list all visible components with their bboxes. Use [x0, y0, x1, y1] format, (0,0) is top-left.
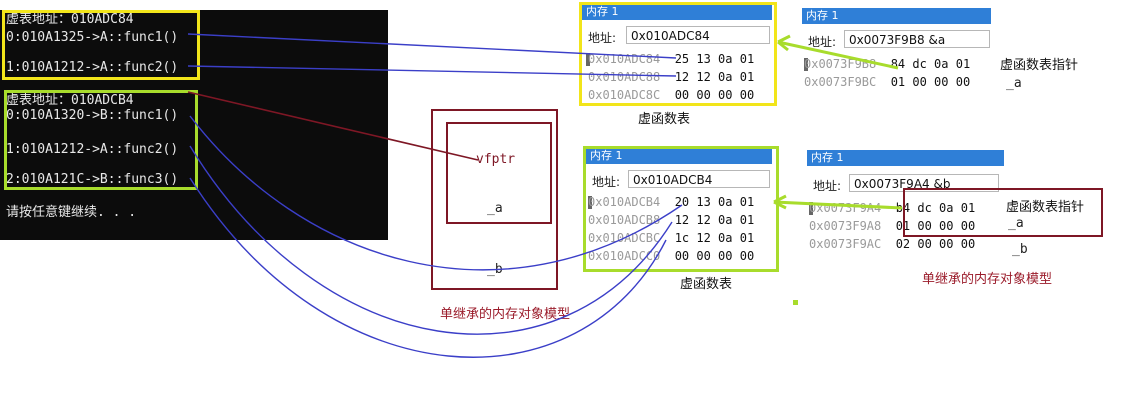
address-input[interactable]: 0x0073F9B8 &a [844, 30, 990, 48]
memory-row: 0x010ADCB4 20 13 0a 01 [588, 195, 755, 209]
vtable-a-highlight [2, 10, 200, 80]
console-line: 虚表地址：010ADC84 [6, 12, 134, 27]
console-line: 请按任意键继续. . . [6, 205, 137, 220]
object-model-caption: 单继承的内存对象模型 [440, 307, 571, 322]
memory-panel-3: 内存 1 地址: 0x010ADCB4 0x010ADCB4 20 13 0a … [586, 148, 772, 268]
vtable-b-highlight [4, 90, 198, 190]
member-b-note: _b [1012, 242, 1028, 257]
row-cursor [586, 53, 590, 66]
row-cursor [588, 196, 592, 209]
console-line: 0:010A1320->B::func1() [6, 108, 179, 123]
address-label: 地址: [808, 35, 837, 49]
vptr-highlight-box [903, 188, 1103, 237]
arrow-vptr-a [777, 40, 899, 70]
object-b-box [431, 109, 558, 290]
memory-panel-4: 内存 1 地址: 0x0073F9A4 &b 0x0073F9A4 b4 dc … [807, 150, 1004, 255]
address-input[interactable]: 0x0073F9A4 &b [849, 174, 999, 192]
memory-row: 0x0073F9A8 01 00 00 00 [809, 219, 976, 233]
memory-row: 0x010ADCB8 12 12 0a 01 [588, 213, 755, 227]
arrow-vptr-b [773, 200, 903, 210]
console-line: 1:010A1212->A::func2() [6, 60, 179, 75]
memory-row: 0x010ADC88 12 12 0a 01 [588, 70, 755, 84]
vfptr-label: vfptr [476, 152, 516, 167]
memory-panel-3-highlight [583, 146, 779, 272]
line-func1-a [187, 33, 677, 59]
address-input[interactable]: 0x010ADC84 [626, 26, 770, 44]
memory-row: 0x010ADCC0 00 00 00 00 [588, 249, 755, 263]
address-label: 地址: [588, 31, 617, 45]
member-a-label: _a [487, 201, 503, 216]
memory-panel-title: 内存 1 [582, 4, 772, 20]
console-window: 虚表地址：010ADC84 0:010A1325->A::func1() 1:0… [0, 10, 388, 240]
row-cursor [809, 202, 813, 215]
memory-row: 0x010ADC8C 00 00 00 00 [588, 88, 755, 102]
line-func2-b [189, 145, 673, 335]
object-a-box [446, 122, 552, 224]
memory-panel-1: 内存 1 地址: 0x010ADC84 0x010ADC84 25 13 0a … [582, 4, 772, 102]
line-func3-b [189, 177, 667, 358]
green-dot [793, 300, 798, 305]
console-line: 1:010A1212->A::func2() [6, 142, 179, 157]
memory-row: 0x010ADC84 25 13 0a 01 [588, 52, 755, 66]
memory-panel-title: 内存 1 [586, 148, 772, 164]
line-func1-b [189, 115, 683, 271]
memory-row: 0x0073F9AC 02 00 00 00 [809, 237, 976, 251]
memory-panel-2: 内存 1 地址: 0x0073F9B8 &a 0x0073F9B8 84 dc … [802, 8, 991, 92]
console-line: 0:010A1325->A::func1() [6, 30, 179, 45]
memory-row: 0x0073F9BC 01 00 00 00 [804, 75, 971, 89]
vtable-caption: 虚函数表 [680, 277, 733, 292]
memory-panel-title: 内存 1 [807, 150, 1004, 166]
address-label: 地址: [592, 175, 621, 189]
member-a-note: _a [1008, 216, 1024, 231]
object-model-caption: 单继承的内存对象模型 [922, 272, 1053, 287]
line-vfptr [187, 91, 479, 161]
vptr-note: 虚函数表指针 [1006, 200, 1085, 215]
console-line: 2:010A121C->B::func3() [6, 172, 179, 187]
row-cursor [804, 58, 808, 71]
address-input[interactable]: 0x010ADCB4 [628, 170, 770, 188]
line-func2-a [187, 65, 677, 77]
address-label: 地址: [813, 179, 842, 193]
vptr-note: 虚函数表指针 [1000, 58, 1079, 73]
console-line: 虚表地址：010ADCB4 [6, 93, 134, 108]
member-a-note: _a [1006, 76, 1022, 91]
vtable-caption: 虚函数表 [638, 112, 691, 127]
memory-panel-title: 内存 1 [802, 8, 991, 24]
